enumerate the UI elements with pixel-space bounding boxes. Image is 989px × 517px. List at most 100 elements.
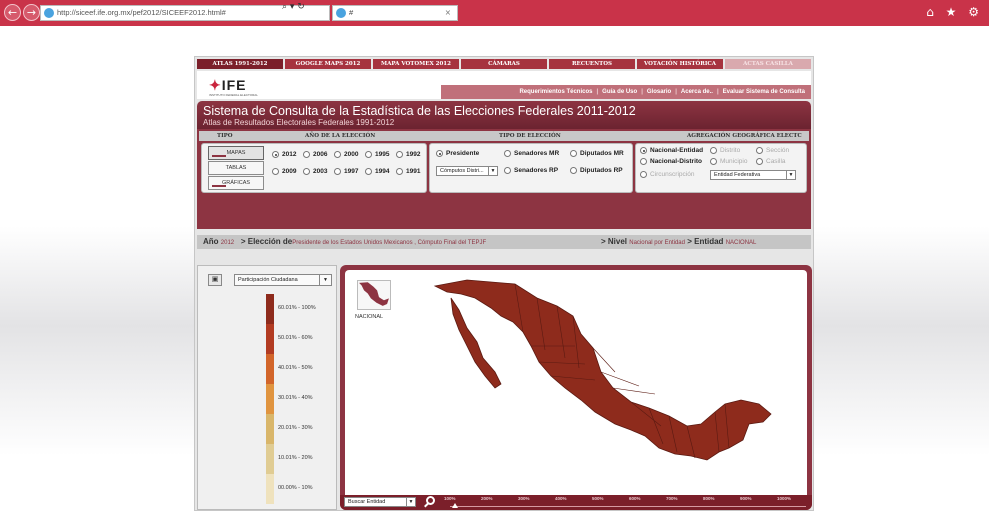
map-toolbar: Buscar Entidad▼ 100% 200% 300% 400% 500% 600%…	[340, 495, 812, 510]
breadcrumb-arrow: >	[240, 237, 246, 246]
charts-button[interactable]: GRÁFICAS	[208, 176, 264, 190]
legend-label: 50.01% - 60%	[278, 335, 313, 341]
year-option-2000[interactable]: 2000	[334, 151, 358, 158]
zoom-tick-label[interactable]: 100%	[444, 496, 456, 501]
radio-senadores-mr[interactable]: Senadores MR	[504, 150, 559, 157]
zoom-slider-handle[interactable]	[452, 503, 458, 508]
app-tab-2[interactable]: MAPA VOTOMEX 2012	[373, 59, 459, 69]
year-option-2009[interactable]: 2009	[272, 168, 296, 175]
link-separator: |	[716, 89, 719, 95]
header: ✦IFE INSTITUTO FEDERAL ELECTORAL Requeri…	[197, 71, 811, 99]
legend-label: 40.01% - 50%	[278, 365, 313, 371]
label-agregacion: AGREGACIÓN GEOGRÁFICA ELECTC	[687, 133, 802, 139]
entity-select[interactable]: Entidad Federativa▼	[710, 170, 796, 180]
radio-senadores-rp[interactable]: Senadores RP	[504, 167, 558, 174]
app-tab-6[interactable]: ACTAS CASILLA	[725, 59, 811, 69]
header-link-2[interactable]: Glosario	[646, 89, 672, 95]
radio-presidente[interactable]: Presidente	[436, 150, 479, 157]
header-link-3[interactable]: Acerca de..	[680, 89, 713, 95]
header-link-1[interactable]: Guía de Uso	[602, 89, 638, 95]
browser-toolbar: ← → http://siceef.ife.org.mx/pef2012/SIC…	[0, 0, 989, 26]
radio-municipio[interactable]: Municipio	[710, 158, 747, 165]
mexico-shape[interactable]	[433, 279, 772, 461]
type-year-panel: MAPAS TABLAS GRÁFICAS 2012 2006 2000 1995 19…	[201, 143, 427, 193]
indicator-select[interactable]: Participación Ciudadana▼	[234, 274, 332, 286]
radio-diputados-rp[interactable]: Diputados RP	[570, 167, 623, 174]
address-bar[interactable]: http://siceef.ife.org.mx/pef2012/SICEEF2…	[40, 5, 330, 21]
year-option-1992[interactable]: 1992	[396, 151, 420, 158]
radio-casilla[interactable]: Casilla	[756, 158, 786, 165]
header-link-0[interactable]: Requerimientos Técnicos	[519, 89, 593, 95]
label-tipo: TIPO	[217, 133, 233, 139]
legend-panel: ▣ Participación Ciudadana▼ 60.01% - 100%…	[197, 265, 337, 510]
zoom-tick-label[interactable]: 800%	[703, 496, 715, 501]
map-panel: NACIONAL Buscar Entidad▼ 100% 200% 300% 400…	[340, 265, 812, 510]
legend-swatch	[266, 474, 274, 504]
year-option-2012[interactable]: 2012	[272, 151, 296, 158]
top-links: Requerimientos Técnicos|Guía de Uso|Glos…	[441, 85, 811, 99]
zoom-tick-label[interactable]: 500%	[592, 496, 604, 501]
radio-icon	[365, 151, 372, 158]
radio-distrito[interactable]: Distrito	[710, 147, 740, 154]
state-borders	[514, 283, 730, 459]
zoom-icon[interactable]	[426, 496, 435, 505]
radio-seccion[interactable]: Sección	[756, 147, 789, 154]
breadcrumb-eleccion-value: Presidente de los Estados Unidos Mexican…	[292, 240, 487, 246]
chevron-down-icon: ▼	[786, 171, 795, 179]
computo-select[interactable]: Cómputos Distri...▼	[436, 166, 498, 176]
toolbar-icons[interactable]: ⌂ ★ ⚙	[926, 5, 983, 19]
chart-icon	[212, 180, 226, 187]
tables-button[interactable]: TABLAS	[208, 161, 264, 175]
legend-swatch	[266, 324, 274, 354]
zoom-tick-label[interactable]: 300%	[518, 496, 530, 501]
logo-star-icon: ✦	[209, 77, 222, 93]
year-option-1991[interactable]: 1991	[396, 168, 420, 175]
link-separator: |	[675, 89, 677, 95]
year-option-1997[interactable]: 1997	[334, 168, 358, 175]
zoom-tick-label[interactable]: 1000%	[777, 496, 792, 501]
legend-label: 00.00% - 10%	[278, 485, 313, 491]
app-tab-1[interactable]: GOOGLE MAPS 2012	[285, 59, 371, 69]
ie-icon	[44, 8, 54, 18]
forward-button[interactable]: →	[23, 4, 40, 21]
zoom-slider-track[interactable]	[450, 506, 806, 507]
zoom-tick-label[interactable]: 400%	[555, 496, 567, 501]
thumbnail-label: NACIONAL	[355, 314, 384, 320]
zoom-tick-label[interactable]: 700%	[666, 496, 678, 501]
legend-swatch	[266, 354, 274, 384]
legend-swatch	[266, 294, 274, 324]
year-option-2006[interactable]: 2006	[303, 151, 327, 158]
radio-nacional-distrito[interactable]: Nacional-Distrito	[640, 158, 702, 165]
legend-label: 60.01% - 100%	[278, 305, 316, 311]
address-tools[interactable]: ⌕ ▾ ↻	[282, 2, 305, 12]
zoom-tick-label[interactable]: 600%	[629, 496, 641, 501]
title-bar: Sistema de Consulta de la Estadística de…	[197, 101, 811, 129]
maps-button[interactable]: MAPAS	[208, 146, 264, 160]
mexico-thumbnail-icon	[359, 282, 389, 306]
map-canvas[interactable]: NACIONAL	[345, 270, 807, 500]
close-tab-icon[interactable]: ×	[444, 8, 451, 17]
mexico-map[interactable]	[425, 276, 800, 496]
radio-icon	[396, 168, 403, 175]
year-option-2003[interactable]: 2003	[303, 168, 327, 175]
zoom-tick-label[interactable]: 900%	[740, 496, 752, 501]
radio-diputados-mr[interactable]: Diputados MR	[570, 150, 624, 157]
year-option-1994[interactable]: 1994	[365, 168, 389, 175]
zoom-tick-label[interactable]: 200%	[481, 496, 493, 501]
browser-tab[interactable]: # ×	[332, 5, 458, 21]
app-tab-3[interactable]: CÁMARAS	[461, 59, 547, 69]
app-tab-5[interactable]: VOTACIÓN HISTÓRICA	[637, 59, 723, 69]
search-entity-select[interactable]: Buscar Entidad▼	[344, 497, 416, 507]
radio-circunscripcion[interactable]: Circunscripción	[640, 171, 694, 178]
legend-toggle-icon[interactable]: ▣	[208, 274, 222, 286]
radio-nacional-entidad[interactable]: Nacional-Entidad	[640, 147, 703, 154]
back-button[interactable]: ←	[4, 4, 21, 21]
breadcrumb-anio-value: 2012	[220, 240, 235, 246]
year-option-1995[interactable]: 1995	[365, 151, 389, 158]
election-type-panel: Presidente Senadores MR Diputados MR Cóm…	[429, 143, 633, 193]
national-thumbnail[interactable]	[357, 280, 391, 310]
app-tab-0[interactable]: ATLAS 1991-2012	[197, 59, 283, 69]
app-tab-4[interactable]: RECUENTOS	[549, 59, 635, 69]
header-link-4[interactable]: Evaluar Sistema de Consulta	[722, 89, 805, 95]
legend-label: 10.01% - 20%	[278, 455, 313, 461]
